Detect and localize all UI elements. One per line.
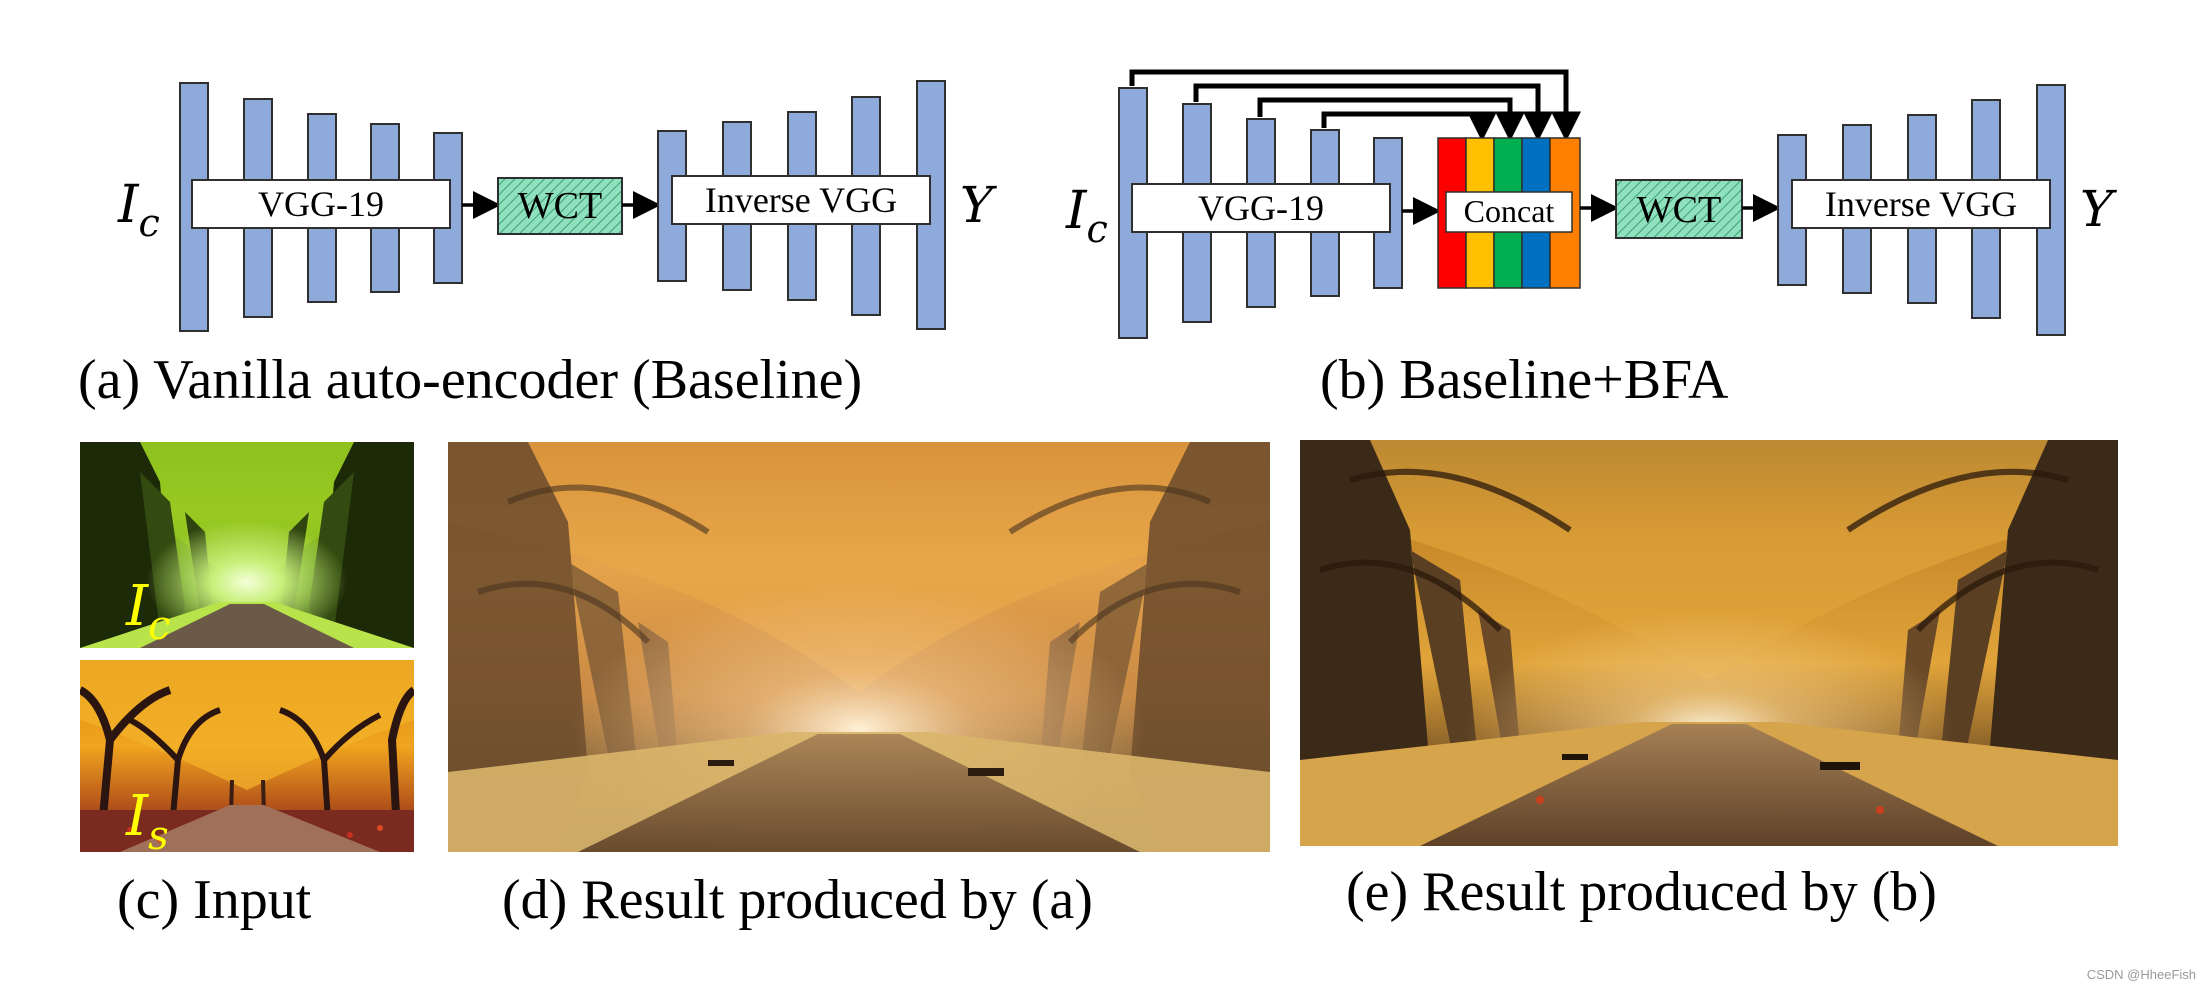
panel-b-wct-label: WCT — [1637, 189, 1721, 231]
style-image: Is — [80, 660, 414, 859]
panel-d-caption: (d) Result produced by (a) — [502, 869, 1093, 931]
panel-a-decoder-box — [671, 175, 931, 225]
result-a-image — [448, 442, 1270, 852]
skip-connection-4 — [1321, 111, 1497, 142]
panel-a-caption: (a) Vanilla auto-encoder (Baseline) — [78, 349, 862, 411]
skip-connection-3 — [1257, 97, 1525, 142]
panel-c-inputs: Ic Is (c) Input — [80, 442, 414, 931]
panel-e-caption: (e) Result produced by (b) — [1346, 861, 1937, 923]
skip-connection-2 — [1193, 83, 1553, 142]
panel-b-encoder-label: VGG-19 — [1198, 188, 1324, 228]
panel-c-caption: (c) Input — [117, 869, 312, 931]
panel-b-encoder-box — [1131, 183, 1391, 233]
panel-a-encoder-box — [191, 179, 451, 229]
skip-connection-1 — [1129, 69, 1581, 142]
panel-b-decoder-label: Inverse VGG — [1825, 184, 2017, 224]
concat-label: Concat — [1464, 193, 1555, 229]
panel-b-caption: (b) Baseline+BFA — [1320, 349, 1729, 411]
panel-b-decoder-box — [1791, 179, 2051, 229]
content-image-label: Ic — [125, 574, 171, 649]
panel-a-input-label: Ic — [117, 175, 160, 245]
panel-b-diagram: Ic VGG-19 Concat WCT — [1065, 69, 2117, 411]
panel-a-encoder-label: VGG-19 — [258, 184, 384, 224]
panel-a-decoder-label: Inverse VGG — [705, 180, 897, 220]
style-image-label: Is — [125, 784, 169, 859]
panel-b-wct-box — [1615, 179, 1743, 239]
concat-label-box — [1445, 191, 1573, 233]
panel-a-output-label: Y — [960, 176, 997, 234]
content-image: Ic — [80, 442, 414, 649]
panel-a-diagram: Ic VGG-19 WCT Inverse VGG Y (a) Vanilla … — [78, 80, 997, 411]
concat-block: Concat — [1437, 137, 1581, 289]
panel-e-result: (e) Result produced by (b) — [1300, 440, 2118, 923]
result-b-image — [1300, 440, 2118, 846]
panel-b-output-label: Y — [2080, 180, 2117, 238]
watermark: CSDN @HheeFish — [2086, 967, 2196, 982]
panel-d-result: (d) Result produced by (a) — [448, 442, 1270, 931]
panel-a-wct-label: WCT — [518, 185, 602, 227]
skip-connections — [1129, 69, 1581, 142]
panel-b-input-label: Ic — [1065, 181, 1108, 251]
